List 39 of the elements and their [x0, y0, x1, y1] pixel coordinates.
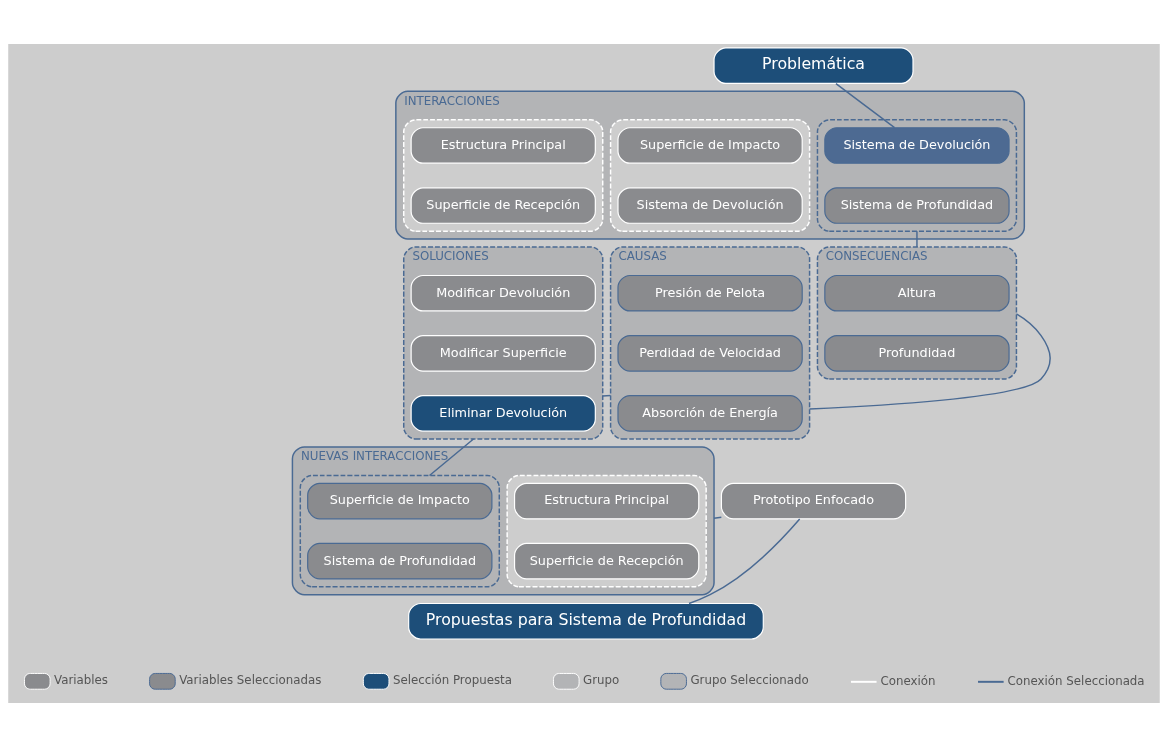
legend-label: Selección Propuesta [392, 673, 512, 688]
node-box: Modificar Devolución [410, 274, 596, 312]
legend-label: Variables Seleccionadas [179, 673, 322, 688]
node-box: Propuestas para Sistema de Profundidad [408, 602, 764, 640]
connector [602, 394, 612, 397]
connector [835, 82, 896, 129]
legend-label: Conexión Seleccionada [1007, 673, 1145, 688]
cluster [403, 119, 604, 232]
cluster [609, 119, 811, 232]
cluster [299, 474, 501, 588]
node-box: Problemática [713, 47, 914, 84]
node-box: Sistema de Devolución [824, 127, 1010, 164]
connector [713, 516, 723, 519]
node-box: Superficie de Recepción [513, 542, 700, 580]
legend-label: Grupo Seleccionado [690, 673, 809, 688]
connector [916, 230, 918, 248]
node-box: Altura [824, 274, 1010, 312]
cluster [506, 474, 707, 588]
connector [808, 313, 1051, 410]
cluster [816, 119, 1018, 232]
legend-label: Grupo [583, 673, 620, 688]
node-box: Absorción de Energía [617, 395, 803, 432]
node-box: Eliminar Devolución [410, 395, 596, 432]
node-box: Profundidad [824, 335, 1010, 372]
node-box: Superficie de Impacto [307, 482, 493, 520]
node-box: Estructura Principal [513, 482, 700, 520]
node-box: Prototipo Enfocado [720, 482, 907, 520]
node-box: Presión de Pelota [617, 274, 803, 312]
node-box: Estructura Principal [410, 127, 596, 164]
legend-label: Variables [54, 673, 109, 688]
node-box: Sistema de Devolución [617, 187, 803, 224]
node-box: Superficie de Recepción [410, 187, 596, 224]
node-box: Sistema de Profundidad [824, 187, 1010, 224]
connector [428, 438, 475, 477]
node-box: Modificar Superficie [410, 335, 596, 372]
legend-label: Conexión [880, 673, 936, 688]
node-box: Sistema de Profundidad [307, 542, 493, 580]
node-box: Superficie de Impacto [617, 127, 803, 164]
node-box: Perdidad de Velocidad [617, 335, 803, 372]
